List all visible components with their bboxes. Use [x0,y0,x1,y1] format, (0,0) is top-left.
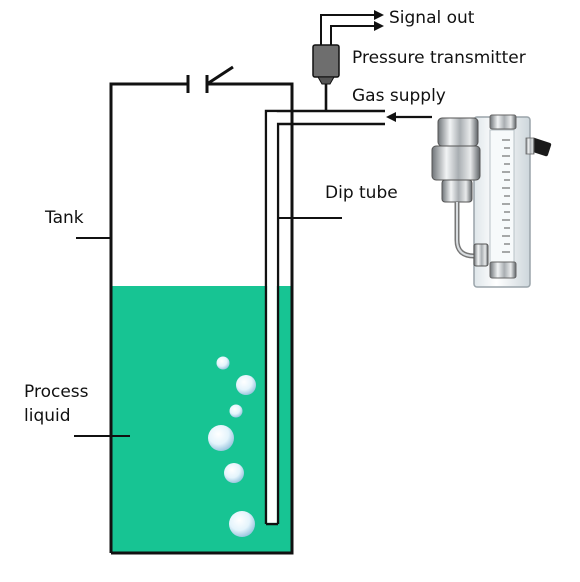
vent-lever [207,67,233,84]
signal-out-label: Signal out [389,8,475,28]
pressure-transmitter-label: Pressure transmitter [352,48,526,68]
bubble [217,357,230,370]
process-liquid-label-line2: liquid [24,406,71,426]
transmitter-base [318,77,334,84]
bubble [208,425,234,451]
dip-tube-label: Dip tube [325,183,398,203]
signal-wire-lower [331,26,374,45]
gas-supply-arrow-icon [386,112,396,122]
signal-arrow-upper-icon [374,10,384,20]
bubble [230,405,243,418]
dip-tube-bore [267,112,277,523]
rotameter-flowmeter-icon [432,115,552,287]
signal-wire-upper [321,15,374,45]
gas-supply-label: Gas supply [352,86,446,106]
bubble [229,511,255,537]
pressure-transmitter-icon [313,45,339,77]
signal-arrow-lower-icon [374,21,384,31]
bubble [224,463,244,483]
tank-label: Tank [44,208,84,228]
bubble [236,375,256,395]
process-liquid-label-line1: Process [24,382,89,402]
